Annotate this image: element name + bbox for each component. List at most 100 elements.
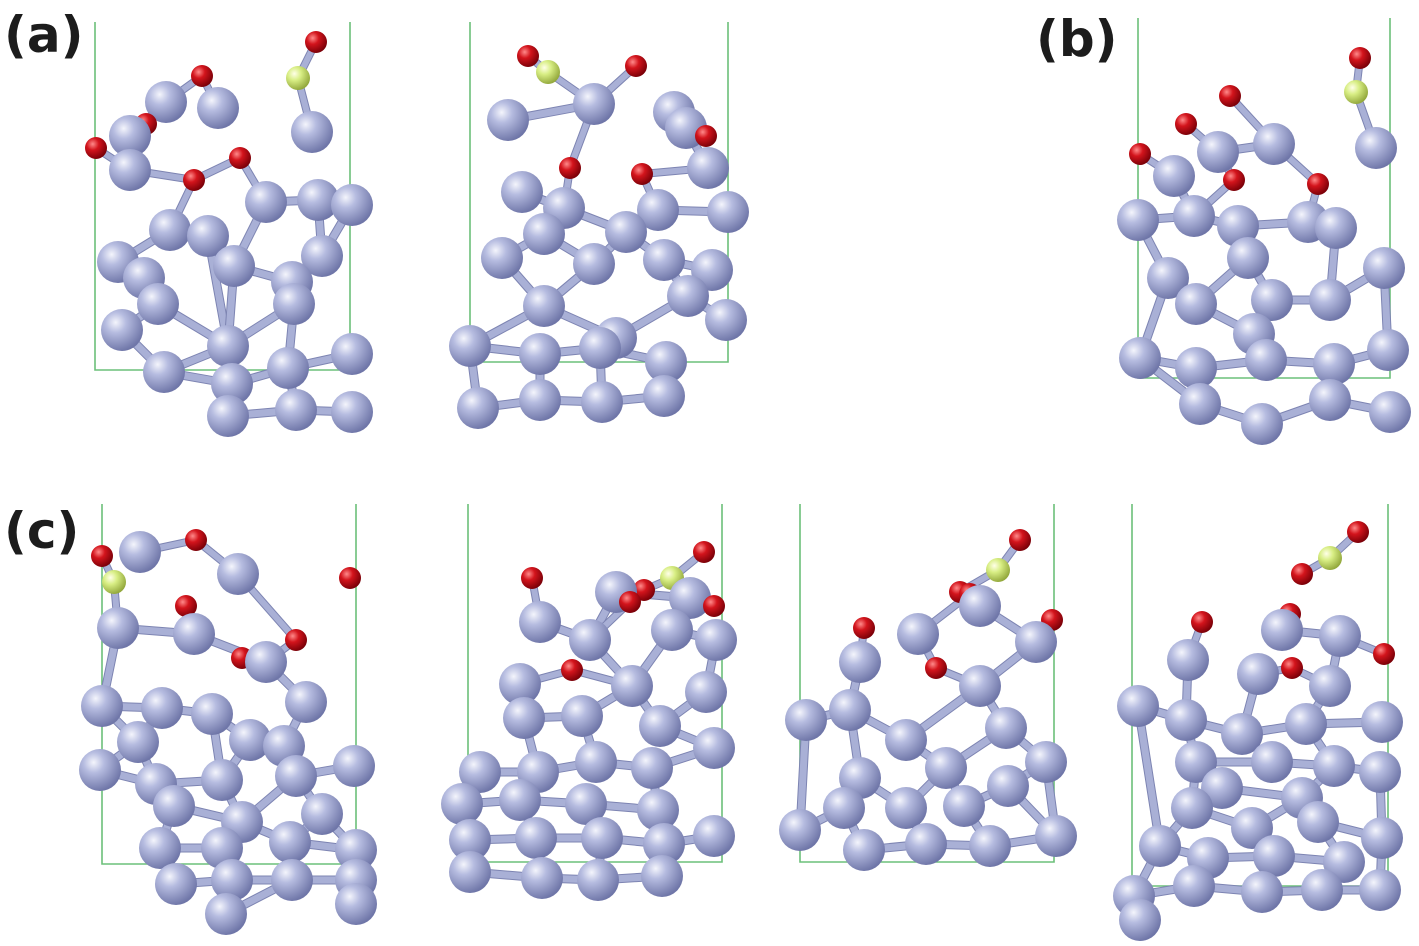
- metal-atom: [1221, 713, 1263, 755]
- metal-atom: [275, 755, 317, 797]
- metal-atom: [143, 351, 185, 393]
- metal-atom: [503, 697, 545, 739]
- metal-atom: [905, 823, 947, 865]
- oxygen-atom: [695, 125, 717, 147]
- carbon-atom: [536, 60, 560, 84]
- oxygen-atom: [925, 657, 947, 679]
- metal-atom: [201, 759, 243, 801]
- oxygen-atom: [521, 567, 543, 589]
- metal-atom: [573, 243, 615, 285]
- metal-atom: [1361, 817, 1403, 859]
- metal-atom: [637, 789, 679, 831]
- carbon-atom: [102, 570, 126, 594]
- oxygen-atom: [1349, 47, 1371, 69]
- metal-atom: [779, 809, 821, 851]
- oxygen-atom: [85, 137, 107, 159]
- metal-atom: [1251, 279, 1293, 321]
- metal-atom: [155, 863, 197, 905]
- metal-atom: [187, 215, 229, 257]
- metal-atom: [481, 237, 523, 279]
- oxygen-atom: [339, 567, 361, 589]
- metal-atom: [1197, 131, 1239, 173]
- metal-atom: [943, 785, 985, 827]
- metal-atom: [291, 111, 333, 153]
- panel-label-a: (a): [4, 6, 84, 64]
- metal-atom: [79, 749, 121, 791]
- metal-atom: [1175, 283, 1217, 325]
- metal-atom: [1139, 825, 1181, 867]
- metal-atom: [449, 851, 491, 893]
- oxygen-atom: [305, 31, 327, 53]
- metal-atom: [333, 745, 375, 787]
- oxygen-atom: [1281, 657, 1303, 679]
- metal-atom: [643, 823, 685, 865]
- metal-atom: [499, 779, 541, 821]
- metal-atom: [643, 239, 685, 281]
- metal-atom: [139, 827, 181, 869]
- atoms-layer: [79, 31, 1411, 941]
- metal-atom: [211, 859, 253, 901]
- metal-atom: [197, 87, 239, 129]
- metal-atom: [1165, 699, 1207, 741]
- metal-atom: [331, 184, 373, 226]
- oxygen-atom: [91, 545, 113, 567]
- metal-atom: [153, 785, 195, 827]
- metal-atom: [297, 179, 339, 221]
- metal-atom: [145, 81, 187, 123]
- metal-atom: [605, 211, 647, 253]
- metal-atom: [843, 829, 885, 871]
- oxygen-atom: [693, 541, 715, 563]
- metal-atom: [1309, 279, 1351, 321]
- metal-atom: [1315, 207, 1357, 249]
- oxygen-atom: [285, 629, 307, 651]
- metal-atom: [1369, 391, 1411, 433]
- metal-atom: [523, 213, 565, 255]
- metal-atom: [441, 783, 483, 825]
- metal-atom: [119, 531, 161, 573]
- metal-atom: [1119, 899, 1161, 941]
- metal-atom: [687, 147, 729, 189]
- metal-atom: [191, 693, 233, 735]
- metal-atom: [573, 83, 615, 125]
- metal-atom: [1361, 701, 1403, 743]
- metal-atom: [1217, 205, 1259, 247]
- metal-atom: [213, 245, 255, 287]
- metal-atom: [575, 741, 617, 783]
- metal-atom: [1245, 339, 1287, 381]
- metal-atom: [499, 663, 541, 705]
- metal-atom: [959, 665, 1001, 707]
- oxygen-atom: [1347, 521, 1369, 543]
- bond: [1134, 702, 1164, 850]
- metal-atom: [457, 387, 499, 429]
- metal-atom: [245, 641, 287, 683]
- metal-atom: [969, 825, 1011, 867]
- metal-atom: [693, 815, 735, 857]
- metal-atom: [109, 115, 151, 157]
- metal-atom: [523, 285, 565, 327]
- metal-atom: [1147, 257, 1189, 299]
- metal-atom: [449, 325, 491, 367]
- oxygen-atom: [619, 591, 641, 613]
- metal-atom: [245, 181, 287, 223]
- metal-atom: [515, 817, 557, 859]
- metal-atom: [267, 347, 309, 389]
- carbon-atom: [1318, 546, 1342, 570]
- metal-atom: [637, 189, 679, 231]
- metal-atom: [987, 765, 1029, 807]
- metal-atom: [639, 705, 681, 747]
- metal-atom: [1359, 869, 1401, 911]
- metal-atom: [885, 719, 927, 761]
- metal-atom: [285, 681, 327, 723]
- metal-atom: [449, 819, 491, 861]
- metal-atom: [1367, 329, 1409, 371]
- oxygen-atom: [1307, 173, 1329, 195]
- metal-atom: [109, 149, 151, 191]
- metal-atom: [1241, 403, 1283, 445]
- metal-atom: [1359, 751, 1401, 793]
- carbon-atom: [986, 558, 1010, 582]
- metal-atom: [829, 689, 871, 731]
- metal-atom: [1117, 199, 1159, 241]
- metal-atom: [1035, 815, 1077, 857]
- metal-atom: [301, 235, 343, 277]
- metal-atom: [1175, 347, 1217, 389]
